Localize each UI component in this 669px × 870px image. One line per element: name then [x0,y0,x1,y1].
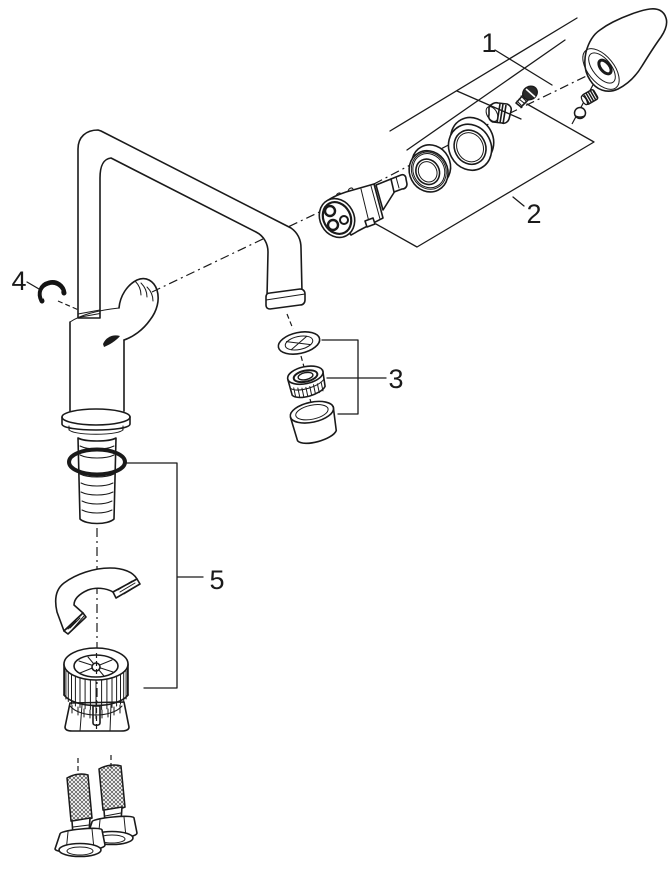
aerator-sleeve [289,400,338,445]
cap-grooves [496,103,507,125]
handle-screw [515,85,538,108]
cartridge-tabs [335,187,354,197]
supply-hose-left [54,773,106,858]
faucet-body-and-spout [61,129,306,525]
shank-o-ring [67,447,127,477]
grub-screw [580,88,599,106]
part-label-2: 2 [526,199,541,229]
part1-leader [494,49,553,86]
body-accent-mark [103,335,120,347]
nut-knurl-ticks [64,666,128,711]
spout-groove-lines [77,309,101,318]
part-label-3: 3 [388,364,403,394]
part4-leader [26,281,40,290]
spout-end-band [265,288,306,310]
cartridge-outlet-hole [339,215,349,225]
aerator-insert [286,365,326,399]
hose-braid [98,764,126,812]
cartridge [318,173,408,239]
stabilizer-plate [54,567,141,635]
screw-slot [525,88,536,98]
cap-ring-nut [408,144,452,193]
plug-ball [573,106,587,120]
base-flange-side [61,416,131,431]
group1-bracket-line-a [389,17,578,132]
part-label-5: 5 [209,565,224,595]
group1-bracket-line-b [406,39,566,151]
group3-bracket [321,339,387,415]
cartridge-inlet-hole [326,218,340,232]
flange-step-ring [68,425,124,435]
housing-port-rim-marks [134,280,154,302]
hose-braid [66,773,93,823]
body-top-rim [69,307,120,323]
part-label-1: 1 [481,28,496,58]
callout-lines [26,17,595,689]
aerator-washer [277,331,321,355]
cartridge-notch [364,217,376,228]
handle-lever [582,8,668,92]
cartridge-housing-dome [118,277,159,341]
part-label-4: 4 [11,266,26,296]
group1-bracket-arm [456,90,522,120]
callout-labels: 1 2 3 4 5 [11,28,541,595]
group5-bracket [126,462,204,689]
handle-stem-socket [597,58,613,76]
retaining-clip [37,280,67,304]
threaded-shank [77,437,117,525]
escutcheon-ring [447,116,495,172]
mounting-nut [63,647,130,732]
body-walls [69,321,125,412]
group2-bracket [375,103,595,248]
part2-leader [512,196,525,207]
handle-mouth-rim [582,48,620,90]
cartridge-stem [390,173,408,193]
base-flange-top [61,408,131,426]
cartridge-inlet-hole [323,204,337,218]
